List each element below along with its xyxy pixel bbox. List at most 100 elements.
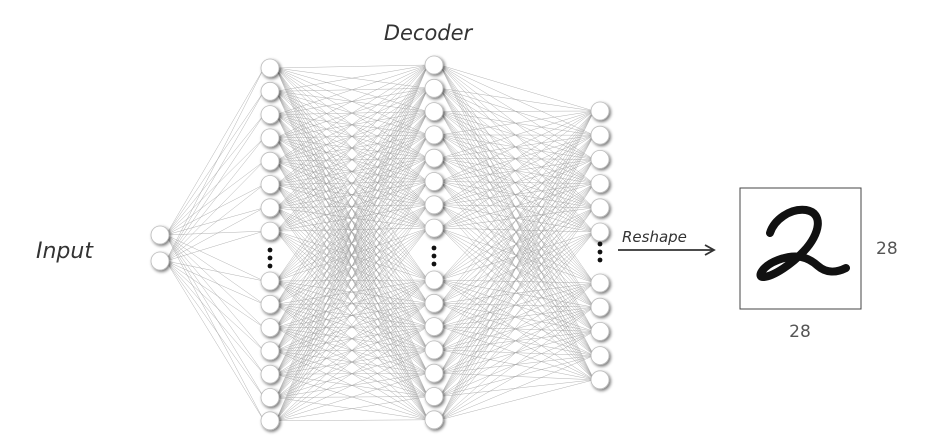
connection-line [275, 64, 429, 115]
connection-line [439, 134, 595, 184]
neuron-output [590, 149, 610, 169]
neuron-hidden-1 [260, 58, 280, 78]
output-image [739, 187, 862, 310]
connection-line [275, 64, 429, 398]
neuron-output [590, 125, 610, 145]
connection-line [439, 331, 595, 421]
connection-line [439, 64, 595, 208]
connection-line [439, 110, 595, 374]
connection-line [275, 326, 429, 422]
connection-line [439, 231, 595, 397]
connection-line [439, 88, 595, 136]
connection-line [439, 110, 595, 229]
neuron-hidden-2 [424, 363, 444, 383]
connection-line [439, 88, 595, 160]
connection-line [439, 231, 595, 327]
connection-line [439, 64, 595, 233]
neuron-hidden-1 [260, 198, 280, 218]
connection-line [165, 161, 265, 262]
neuron-hidden-1 [260, 128, 280, 148]
neuron-hidden-2 [424, 172, 444, 191]
connection-line [439, 183, 595, 281]
connection-line [439, 64, 595, 332]
connection-line [165, 184, 265, 262]
ellipsis-dot [597, 241, 603, 247]
connection-line [439, 279, 595, 284]
connection-line [275, 419, 429, 422]
input-label: Input [36, 239, 94, 264]
connection-line [439, 88, 595, 284]
connection-line [439, 306, 595, 397]
connection-line [165, 207, 265, 262]
ellipsis-dot [431, 245, 437, 251]
connection-line [275, 64, 429, 92]
connection-line [275, 230, 429, 351]
connection-line [275, 279, 429, 328]
image-width-label: 28 [789, 322, 811, 342]
reshape-label: Reshape [622, 228, 687, 246]
connection-line [275, 158, 429, 421]
connection-line [275, 227, 429, 421]
connection-line [275, 64, 429, 185]
connection-line [439, 110, 595, 351]
connection-line [165, 234, 265, 375]
connection-line [439, 379, 595, 397]
connection-line [439, 134, 595, 332]
connection-line [439, 331, 595, 374]
connection-line [165, 234, 265, 352]
connection-line [439, 282, 595, 397]
connection-line [165, 234, 265, 305]
connection-line [275, 134, 429, 421]
connection-line [439, 183, 595, 304]
digit-two [756, 205, 850, 281]
connection-line [439, 231, 595, 374]
connection-line [165, 161, 265, 236]
connection-line [439, 231, 595, 281]
connection-line [439, 110, 595, 281]
neuron-hidden-2 [424, 270, 444, 290]
connection-line [439, 88, 595, 112]
connection-line [439, 306, 595, 351]
connection-line [439, 110, 595, 420]
connection-line [439, 331, 595, 351]
ellipsis-dot [597, 257, 603, 263]
connection-line [275, 279, 429, 398]
connection-line [439, 134, 595, 233]
connection-line [439, 110, 595, 304]
connection-line [275, 204, 429, 421]
connection-line [165, 91, 265, 236]
connection-line [439, 326, 595, 356]
neuron-hidden-1 [260, 175, 280, 194]
connection-line [439, 331, 595, 397]
connection-line [439, 159, 595, 304]
connection-line [439, 207, 595, 281]
connection-line [275, 64, 429, 208]
connection-line [275, 230, 429, 281]
connection-line [439, 111, 595, 356]
connection-line [275, 64, 429, 162]
connection-line [165, 67, 265, 262]
connection-line [439, 111, 595, 332]
neuron-output [590, 174, 610, 194]
connection-line [165, 260, 265, 282]
connection-line [439, 134, 595, 284]
connection-line [165, 114, 265, 262]
connection-line [439, 207, 595, 351]
neuron-hidden-1 [260, 411, 280, 431]
decoder-label: Decoder [384, 21, 474, 45]
neuron-hidden-2 [424, 218, 444, 238]
neuron-hidden-1 [260, 151, 280, 171]
connection-line [439, 159, 595, 281]
connection-line [439, 88, 595, 308]
neuron-output [590, 101, 610, 121]
connection-line [439, 110, 595, 182]
connection-line [439, 88, 595, 332]
connection-line [275, 64, 429, 421]
connection-line [275, 303, 429, 421]
connections [165, 64, 595, 422]
connection-line [275, 207, 429, 281]
connection-line [165, 230, 265, 236]
connection-line [439, 207, 595, 420]
connection-line [439, 306, 595, 327]
connection-line [439, 306, 595, 374]
